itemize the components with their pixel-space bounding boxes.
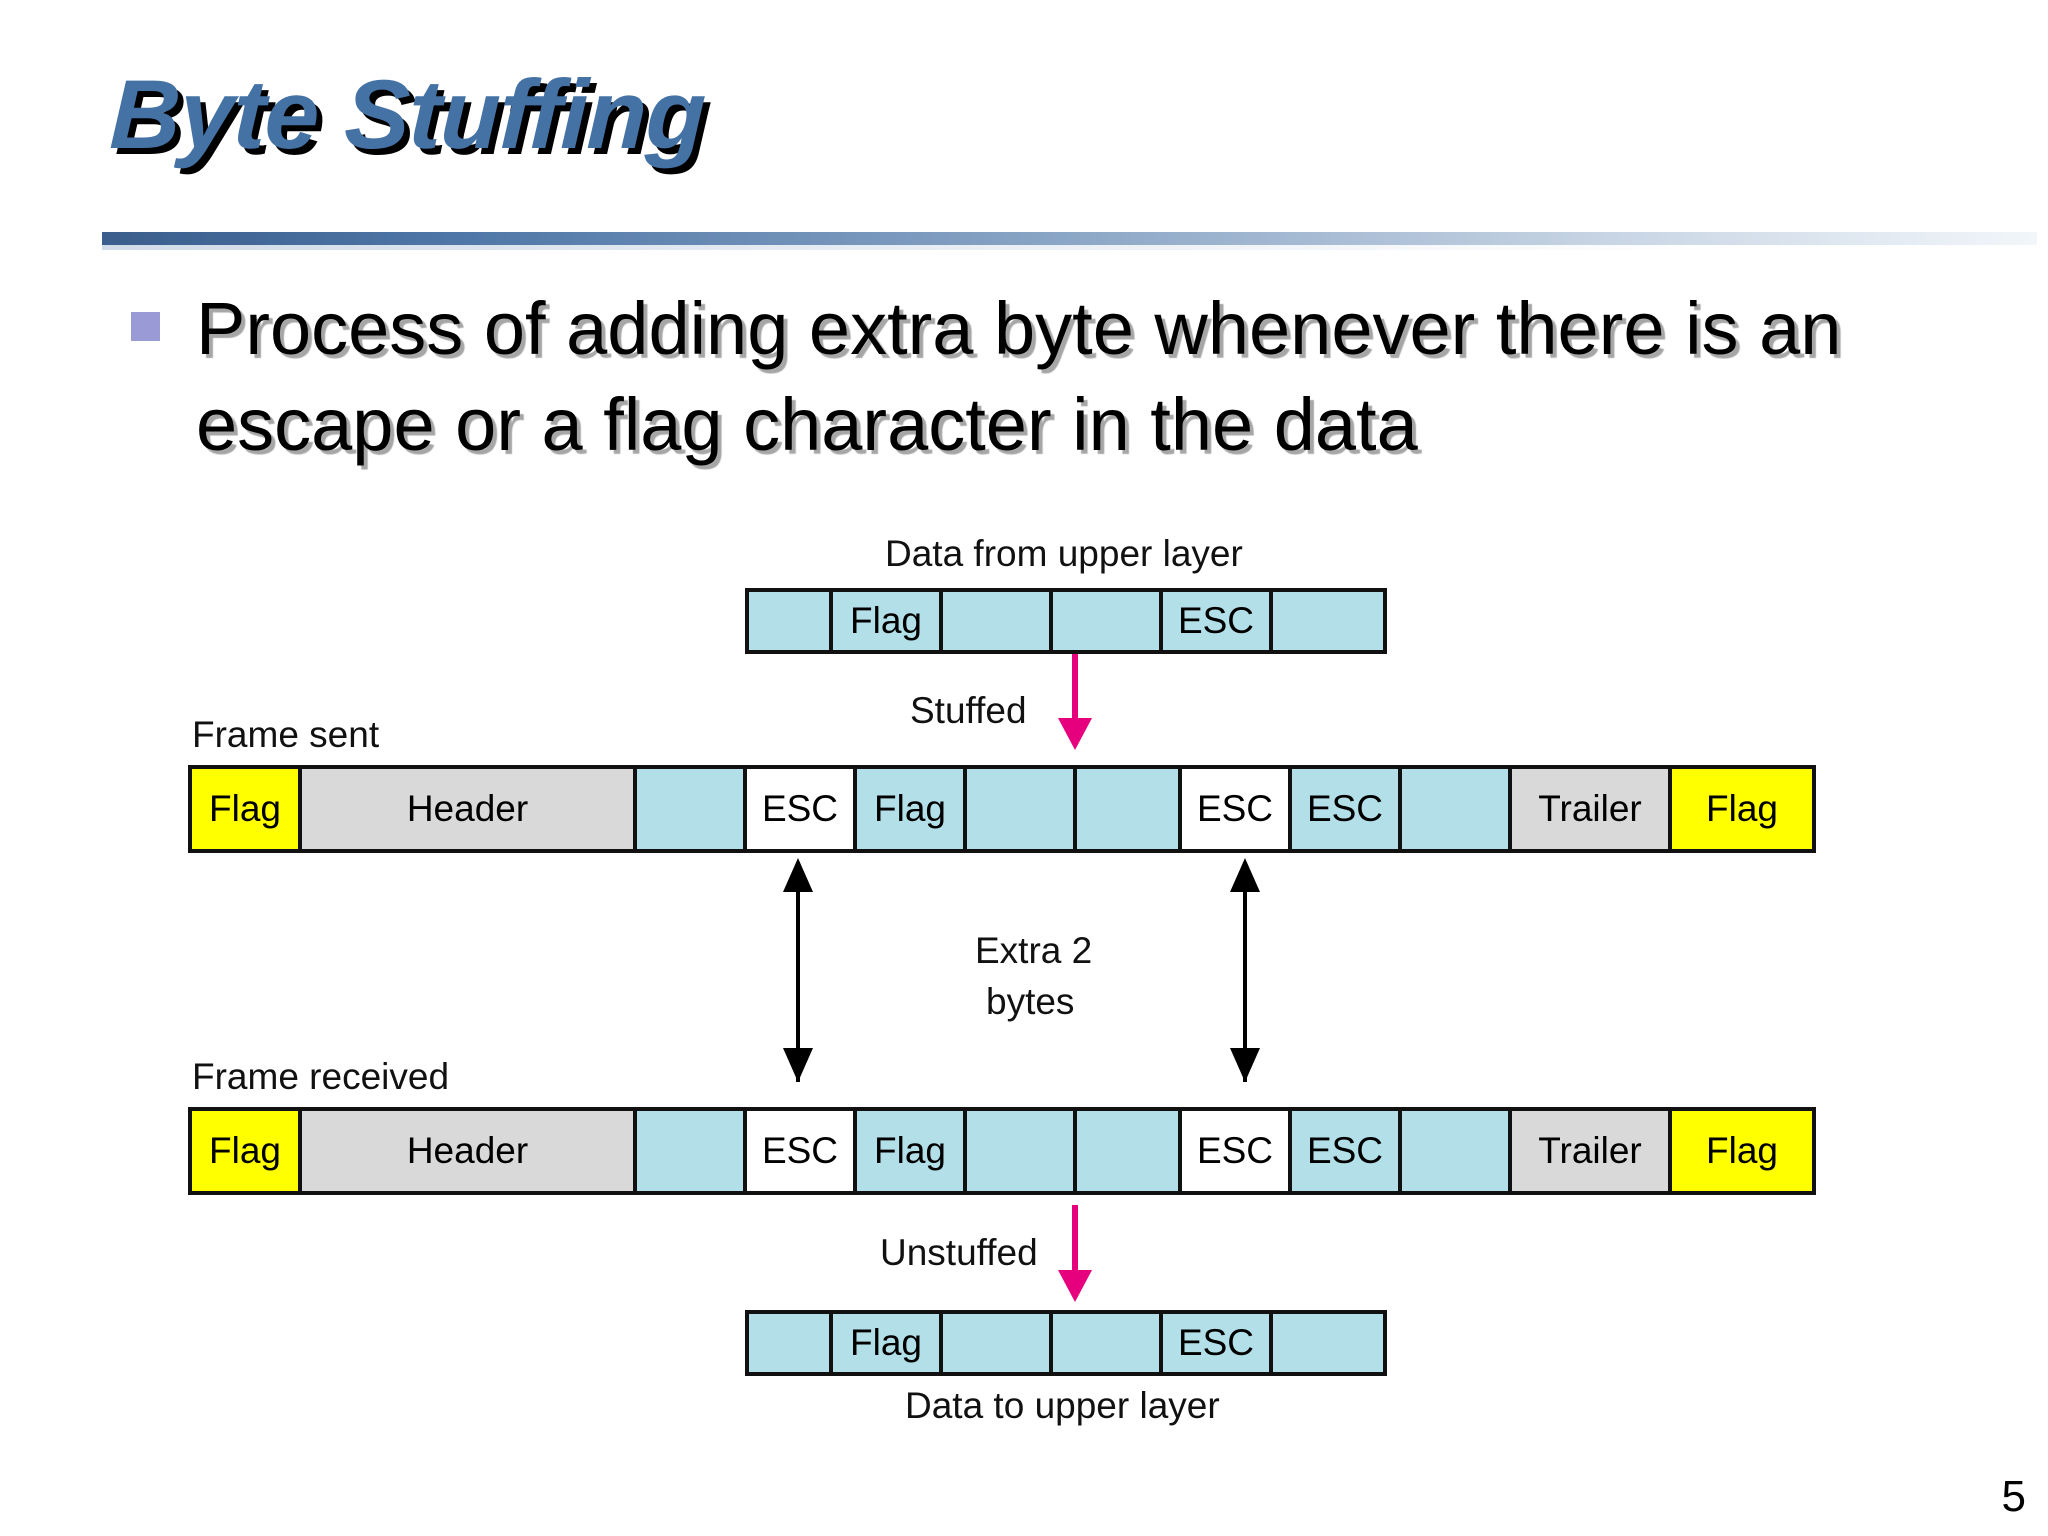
frame-sent-byte-row: Flag Header ESC Flag ESC ESC Trailer Flag <box>188 765 1826 863</box>
lower-layer-cell-2 <box>943 1314 1053 1372</box>
frame-sent-cell-2 <box>637 769 747 849</box>
frame-sent-cell-6 <box>1077 769 1182 849</box>
frame-sent-cell-1-label: Header <box>406 788 529 829</box>
title-underline-glow <box>102 245 2037 250</box>
frame-sent-cell-9 <box>1402 769 1512 849</box>
upper-layer-cell-0 <box>749 592 833 650</box>
lower-layer-cell-5 <box>1273 1314 1383 1372</box>
upper-layer-cell-2 <box>943 592 1053 650</box>
frame-received-cell-1: Header <box>302 1111 637 1191</box>
upper-layer-byte-row: Flag ESC <box>745 588 1387 654</box>
label-frame-sent: Frame sent <box>192 714 380 755</box>
upper-layer-cell-4: ESC <box>1163 592 1273 650</box>
label-data-from-upper-layer: Data from upper layer <box>885 533 1243 574</box>
frame-received-cell-10-label: Trailer <box>1538 1130 1642 1171</box>
frame-sent-cell-4-label: Flag <box>874 788 946 829</box>
frame-received-cell-3: ESC <box>747 1111 857 1191</box>
label-stuffed: Stuffed <box>910 690 1027 731</box>
upper-layer-cell-1: Flag <box>833 592 943 650</box>
label-extra-bytes-line2: bytes <box>986 981 1075 1022</box>
stuffed-arrow-head-icon <box>1058 718 1092 750</box>
frame-sent-cell-7: ESC <box>1182 769 1292 849</box>
frame-received-cell-5 <box>967 1111 1077 1191</box>
frame-sent-cell-1: Header <box>302 769 637 849</box>
frame-received-cell-3-label: ESC <box>761 1130 839 1171</box>
extra-bytes-arrow-left-head-up-icon <box>783 858 813 892</box>
frame-sent-cell-11: Flag <box>1672 769 1812 849</box>
frame-received-byte-row: Flag Header ESC Flag ESC ESC Trailer Flag <box>188 1107 1826 1205</box>
frame-received-cell-7: ESC <box>1182 1111 1292 1191</box>
frame-sent-cell-8: ESC <box>1292 769 1402 849</box>
frame-sent-cell-10-label: Trailer <box>1538 788 1642 829</box>
frame-sent-cell-11-label: Flag <box>1706 788 1778 829</box>
lower-layer-cell-4: ESC <box>1163 1314 1273 1372</box>
frame-sent-cell-0: Flag <box>192 769 302 849</box>
frame-received-cell-2 <box>637 1111 747 1191</box>
frame-sent-cell-10: Trailer <box>1512 769 1672 849</box>
frame-received-cell-0-label: Flag <box>209 1130 281 1171</box>
frame-received-cell-1-label: Header <box>406 1130 529 1171</box>
label-unstuffed: Unstuffed <box>880 1232 1038 1273</box>
frame-received-cell-10: Trailer <box>1512 1111 1672 1191</box>
frame-received-cell-0: Flag <box>192 1111 302 1191</box>
frame-received-cell-6 <box>1077 1111 1182 1191</box>
lower-layer-cell-0 <box>749 1314 833 1372</box>
frame-sent-cell-3-label: ESC <box>761 788 839 829</box>
lower-layer-byte-row: Flag ESC <box>745 1310 1387 1376</box>
extra-bytes-arrow-left-line <box>796 862 800 1082</box>
frame-received-cell-9 <box>1402 1111 1512 1191</box>
title-underline-rule <box>102 232 2037 245</box>
frame-sent-cell-4: Flag <box>857 769 967 849</box>
frame-received-cell-7-label: ESC <box>1196 1130 1274 1171</box>
page-number: 5 <box>2001 1472 2026 1521</box>
extra-bytes-arrow-left-head-down-icon <box>783 1048 813 1082</box>
lower-layer-cell-4-label: ESC <box>1177 1322 1255 1363</box>
lower-layer-cell-3 <box>1053 1314 1163 1372</box>
unstuffed-arrow-line <box>1072 1205 1078 1277</box>
lower-layer-cell-1: Flag <box>833 1314 943 1372</box>
upper-layer-cell-5 <box>1273 592 1383 650</box>
frame-received-cell-8: ESC <box>1292 1111 1402 1191</box>
stuffed-arrow-line <box>1072 654 1078 724</box>
frame-received-cell-4-label: Flag <box>874 1130 946 1171</box>
bullet-text: Process of adding extra byte whenever th… <box>196 287 1842 466</box>
unstuffed-arrow-head-icon <box>1058 1270 1092 1302</box>
bullet-square-icon <box>131 312 160 341</box>
frame-sent-cell-0-label: Flag <box>209 788 281 829</box>
lower-layer-cell-1-label: Flag <box>850 1322 922 1363</box>
extra-bytes-arrow-right-head-up-icon <box>1230 858 1260 892</box>
upper-layer-cell-1-label: Flag <box>850 600 922 641</box>
frame-received-cell-11: Flag <box>1672 1111 1812 1191</box>
label-extra-bytes-line1: Extra 2 <box>975 930 1093 971</box>
frame-received-cell-11-label: Flag <box>1706 1130 1778 1171</box>
label-data-to-upper-layer: Data to upper layer <box>905 1385 1220 1426</box>
frame-received-cell-4: Flag <box>857 1111 967 1191</box>
frame-received-cell-8-label: ESC <box>1306 1130 1384 1171</box>
frame-sent-cell-5 <box>967 769 1077 849</box>
extra-bytes-arrow-right-line <box>1243 862 1247 1082</box>
upper-layer-cell-3 <box>1053 592 1163 650</box>
extra-bytes-arrow-right-head-down-icon <box>1230 1048 1260 1082</box>
frame-sent-cell-7-label: ESC <box>1196 788 1274 829</box>
frame-sent-cell-3: ESC <box>747 769 857 849</box>
frame-sent-cell-8-label: ESC <box>1306 788 1384 829</box>
label-frame-received: Frame received <box>192 1056 450 1097</box>
upper-layer-cell-4-label: ESC <box>1177 600 1255 641</box>
